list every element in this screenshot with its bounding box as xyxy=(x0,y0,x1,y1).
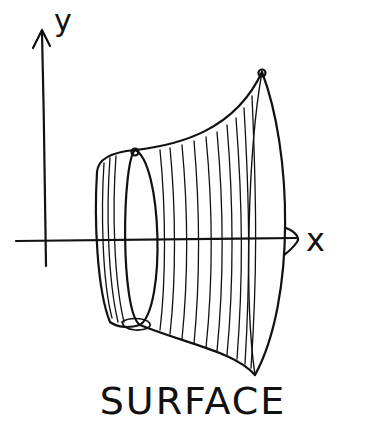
right-rim xyxy=(255,72,285,375)
hatching xyxy=(103,96,256,368)
axis-label: x xyxy=(306,224,325,256)
left-outline xyxy=(96,150,140,327)
axis-label: y xyxy=(54,6,72,36)
right-rim-back xyxy=(249,72,262,375)
rim-point xyxy=(259,70,266,77)
left-ring xyxy=(125,150,157,325)
ring-loop xyxy=(122,319,150,331)
x-axis xyxy=(16,238,296,241)
top-profile xyxy=(135,72,262,150)
y-arrowhead xyxy=(33,30,50,48)
y-axis xyxy=(42,32,46,266)
caption-text: SURFACE xyxy=(100,382,287,420)
